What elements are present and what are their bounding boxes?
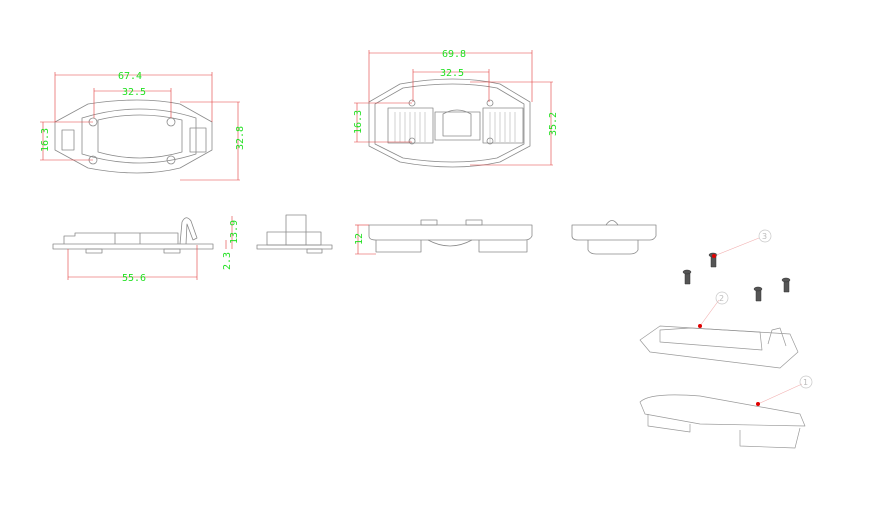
screw-group xyxy=(682,252,791,302)
left-side-dimensions xyxy=(67,216,233,280)
leaders xyxy=(699,237,803,405)
dim-height-side: 13.9 xyxy=(229,220,240,244)
front-view xyxy=(256,214,333,254)
left-top-dimensions xyxy=(40,72,240,181)
dim-hole-spacing-right: 32.5 xyxy=(440,68,464,79)
dim-length-side: 55.6 xyxy=(122,273,146,284)
left-side-view xyxy=(52,217,214,254)
dim-hole-vertical-right: 16.3 xyxy=(353,110,364,134)
dim-width-left: 67.4 xyxy=(118,71,142,82)
right-side-dimensions xyxy=(355,224,376,255)
left-top-view xyxy=(54,99,213,174)
dim-height-right-side: 12 xyxy=(354,233,365,245)
right-top-view xyxy=(368,78,531,168)
right-top-dimensions xyxy=(354,50,553,166)
dim-hole-spacing-left: 32.5 xyxy=(122,87,146,98)
dim-height-right: 35.2 xyxy=(548,112,559,136)
leader-dots xyxy=(698,254,760,406)
dim-height-left: 32.8 xyxy=(235,126,246,150)
callout-1: 1 xyxy=(803,378,808,387)
callout-2: 2 xyxy=(719,294,724,303)
dim-hole-vertical-left: 16.3 xyxy=(40,128,51,152)
dim-width-right: 69.8 xyxy=(442,49,466,60)
right-top-view-hatching xyxy=(394,112,516,142)
right-side-view xyxy=(368,219,533,253)
dim-base-side: 2.3 xyxy=(222,252,233,270)
callout-3: 3 xyxy=(762,232,767,241)
callout-circles xyxy=(715,229,813,389)
exploded-view xyxy=(639,252,806,449)
end-view xyxy=(571,220,657,255)
